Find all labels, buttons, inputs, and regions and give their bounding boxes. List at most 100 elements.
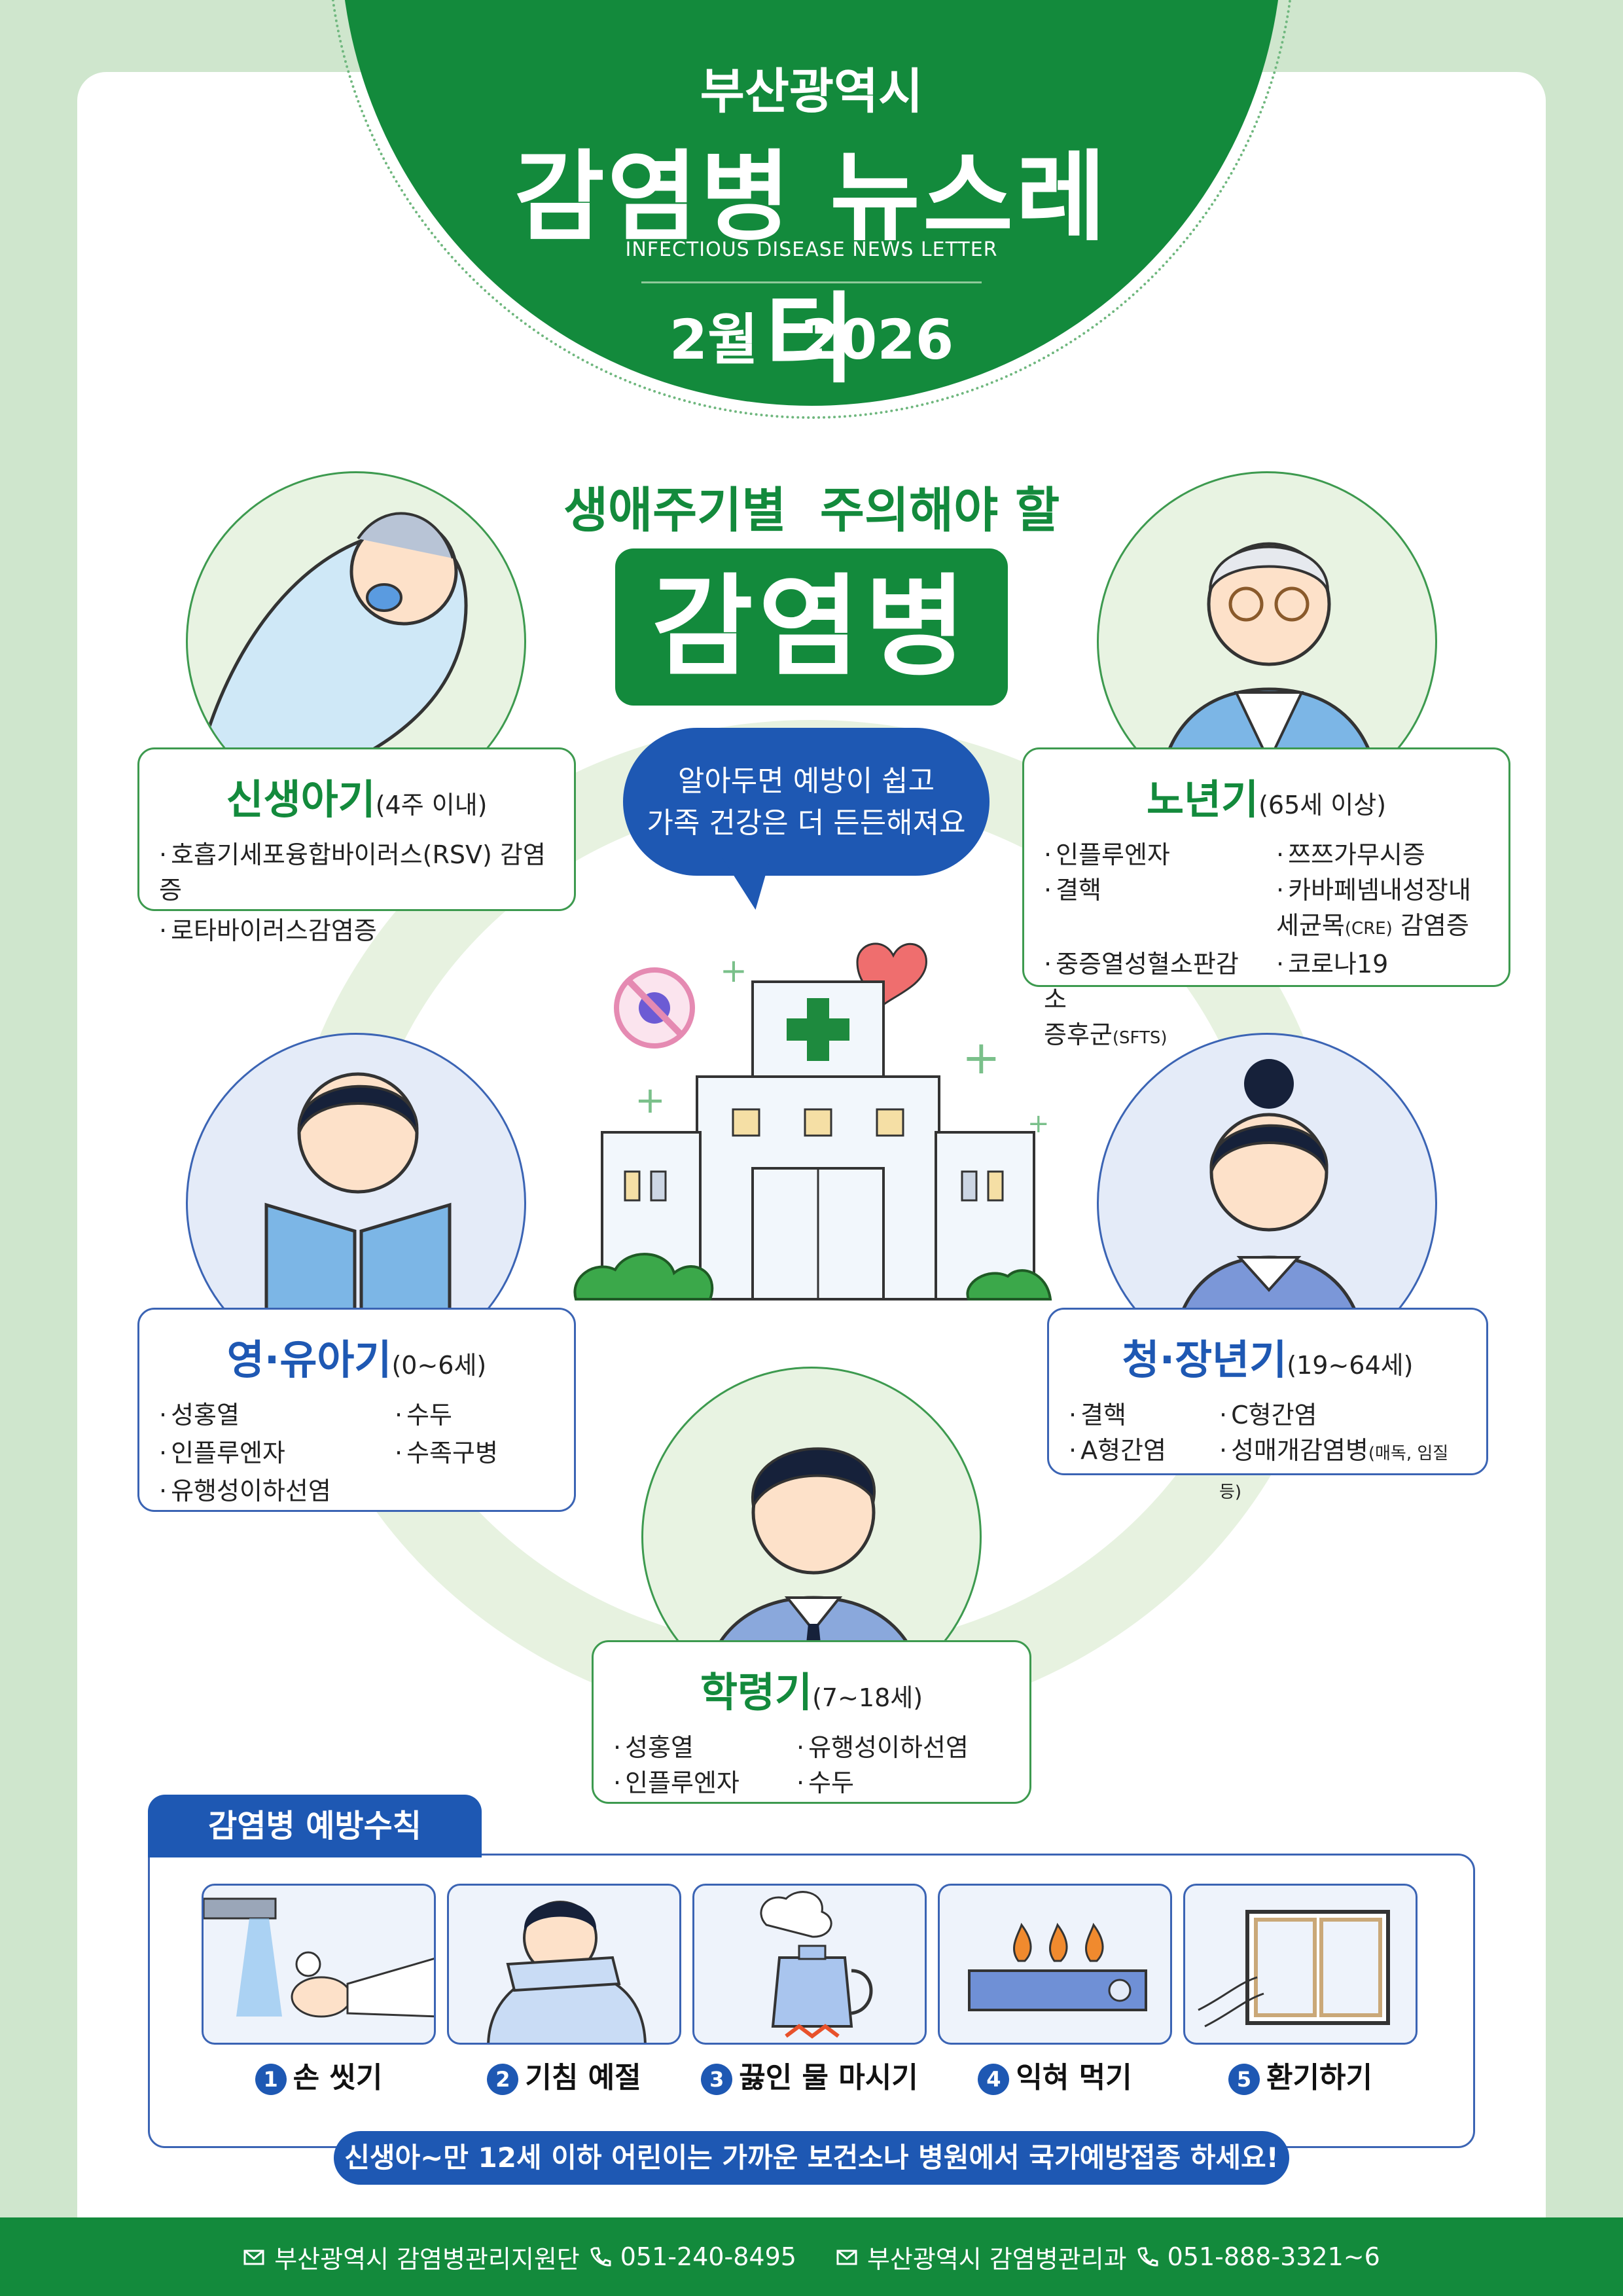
hands — [291, 1976, 352, 2018]
footer-contact-2: 부산광역시 감염병관리과 051-888-3321~6 — [836, 2239, 1380, 2275]
rule-illustration-handwash — [202, 1884, 436, 2045]
disease-text: 감염증 — [1400, 911, 1469, 940]
disease-item: 인플루엔자 — [613, 1765, 777, 1801]
issue-month: 2월 — [669, 308, 758, 372]
stage-range: (65세 이상) — [1258, 791, 1387, 819]
disease-item: 호흡기세포융합바이러스(RSV) 감염증 — [159, 837, 554, 908]
flame — [785, 2024, 840, 2039]
disease-item: A형간염 — [1069, 1433, 1200, 1510]
water-stream — [236, 1918, 282, 2017]
stove-body — [968, 1969, 1147, 2011]
plus-deco: + — [962, 1031, 1001, 1085]
window — [650, 1170, 667, 1202]
footer: 부산광역시 감염병관리지원단 051-240-8495 부산광역시 감염병관리과… — [0, 2217, 1623, 2296]
stage-title: 영·유아기(0~6세) — [159, 1327, 554, 1386]
stage-range: (4주 이내) — [375, 791, 488, 819]
rule-illustration-cooked-food — [938, 1884, 1172, 2045]
sleeve — [346, 1958, 434, 2018]
stage-title: 신생아기(4주 이내) — [159, 766, 554, 825]
window-pane — [1319, 1918, 1382, 2017]
window-pane — [1254, 1918, 1317, 2017]
rule-text: 익혀 먹기 — [1016, 2061, 1132, 2094]
disease-item: 쯔쯔가무시증 — [1276, 837, 1489, 872]
disease-item: 수두 — [796, 1765, 1010, 1801]
disease-text: 중증열성혈소판감소 — [1044, 950, 1239, 1014]
speech-bubble: 알아두면 예방이 쉽고 가족 건강은 더 든든해져요 — [623, 728, 990, 876]
grandma-hair — [1209, 545, 1329, 592]
woman-hair — [1209, 1124, 1329, 1173]
disease-item: 성홍열 — [159, 1397, 375, 1433]
header-city: 부산광역시 — [700, 63, 923, 120]
flame — [1085, 1922, 1104, 1962]
stage-name: 신생아기 — [226, 776, 376, 823]
collar — [1236, 1256, 1302, 1292]
stage-title: 노년기(65세 이상) — [1044, 766, 1489, 825]
disease-item: 결핵 — [1069, 1397, 1200, 1433]
virus-strike — [627, 979, 683, 1037]
page-title: 감염병 뉴스레터 — [514, 141, 1109, 397]
disease-item: 로타바이러스감염증 — [159, 913, 554, 948]
vaccination-notice: 신생아~만 12세 이하 어린이는 가까운 보건소나 병원에서 국가예방접종 하… — [334, 2131, 1289, 2185]
phone-icon — [1137, 2247, 1158, 2267]
hair-bun — [1244, 1059, 1294, 1109]
disease-abbr: (CRE) — [1344, 919, 1393, 939]
mail-icon — [243, 2250, 264, 2265]
air-flow — [1198, 1976, 1258, 2011]
hospital-icon: + + + + — [573, 942, 1052, 1300]
flame — [1049, 1922, 1068, 1962]
disease-item: 인플루엔자 — [1044, 837, 1257, 872]
phone-icon — [590, 2247, 611, 2267]
window — [961, 1170, 978, 1202]
grandma-face — [1207, 542, 1331, 666]
rule-number: 2 — [487, 2064, 519, 2095]
cross-h — [787, 1018, 849, 1041]
disease-item: 결핵 — [1044, 872, 1257, 946]
prevention-title: 감염병 예방수칙 — [148, 1795, 482, 1857]
window — [732, 1108, 760, 1137]
rule-number: 4 — [978, 2064, 1010, 2095]
child-hair — [297, 1085, 419, 1134]
plus-deco: + — [635, 1079, 666, 1122]
plus-deco: + — [720, 952, 747, 990]
stove-icon — [968, 1922, 1147, 2011]
rule-text: 끓인 물 마시기 — [739, 2061, 918, 2094]
window — [987, 1170, 1004, 1202]
stage-newborn: 신생아기(4주 이내) 호흡기세포융합바이러스(RSV) 감염증 로타바이러스감… — [137, 747, 576, 945]
cough-etiquette-icon — [487, 1901, 647, 2043]
disease-item: 성매개감염병(매독, 임질 등) — [1219, 1433, 1467, 1510]
disease-item: 수두 — [395, 1397, 554, 1433]
rule-number: 1 — [255, 2064, 287, 2095]
footer-phone[interactable]: 051-240-8495 — [620, 2242, 796, 2271]
window — [876, 1108, 904, 1137]
disease-text: 카바페넴내성장내 — [1288, 876, 1471, 905]
kettle-handle — [851, 1969, 873, 2015]
disease-item: 수족구병 — [395, 1435, 554, 1471]
footer-phone[interactable]: 051-888-3321~6 — [1167, 2242, 1380, 2271]
window — [624, 1170, 641, 1202]
disease-item: 유행성이하선염 — [796, 1730, 1010, 1765]
rule-illustration-boiled-water — [692, 1884, 927, 2045]
stage-title: 학령기(7~18세) — [613, 1659, 1010, 1718]
lifecycle-heading: 생애주기별 주의해야 할 — [563, 482, 1060, 539]
disease-item: 코로나19 — [1276, 946, 1489, 1056]
rule-text: 기침 예절 — [525, 2061, 641, 2094]
page-subtitle: INFECTIOUS DISEASE NEWS LETTER — [625, 238, 998, 261]
disease-note: (매독, 임질 등) — [1219, 1444, 1449, 1502]
disease-item: 인플루엔자 — [159, 1435, 375, 1471]
rule-text: 손 씻기 — [293, 2061, 383, 2094]
plus-deco: + — [1027, 1109, 1050, 1139]
shirt-collar — [784, 1596, 843, 1633]
rule-number: 3 — [701, 2064, 733, 2095]
stage-adult: 청·장년기(19~64세) 결핵 C형간염 A형간염 성매개감염병(매독, 임질… — [1047, 1308, 1488, 1502]
stage-school: 학령기(7~18세) 성홍열 유행성이하선염 인플루엔자 수두 — [592, 1640, 1031, 1804]
stage-name: 학령기 — [700, 1668, 813, 1716]
stage-title: 청·장년기(19~64세) — [1069, 1327, 1467, 1386]
kettle-lid — [798, 1945, 827, 1960]
stage-range: (0~6세) — [391, 1351, 487, 1380]
shirt — [1234, 691, 1304, 764]
